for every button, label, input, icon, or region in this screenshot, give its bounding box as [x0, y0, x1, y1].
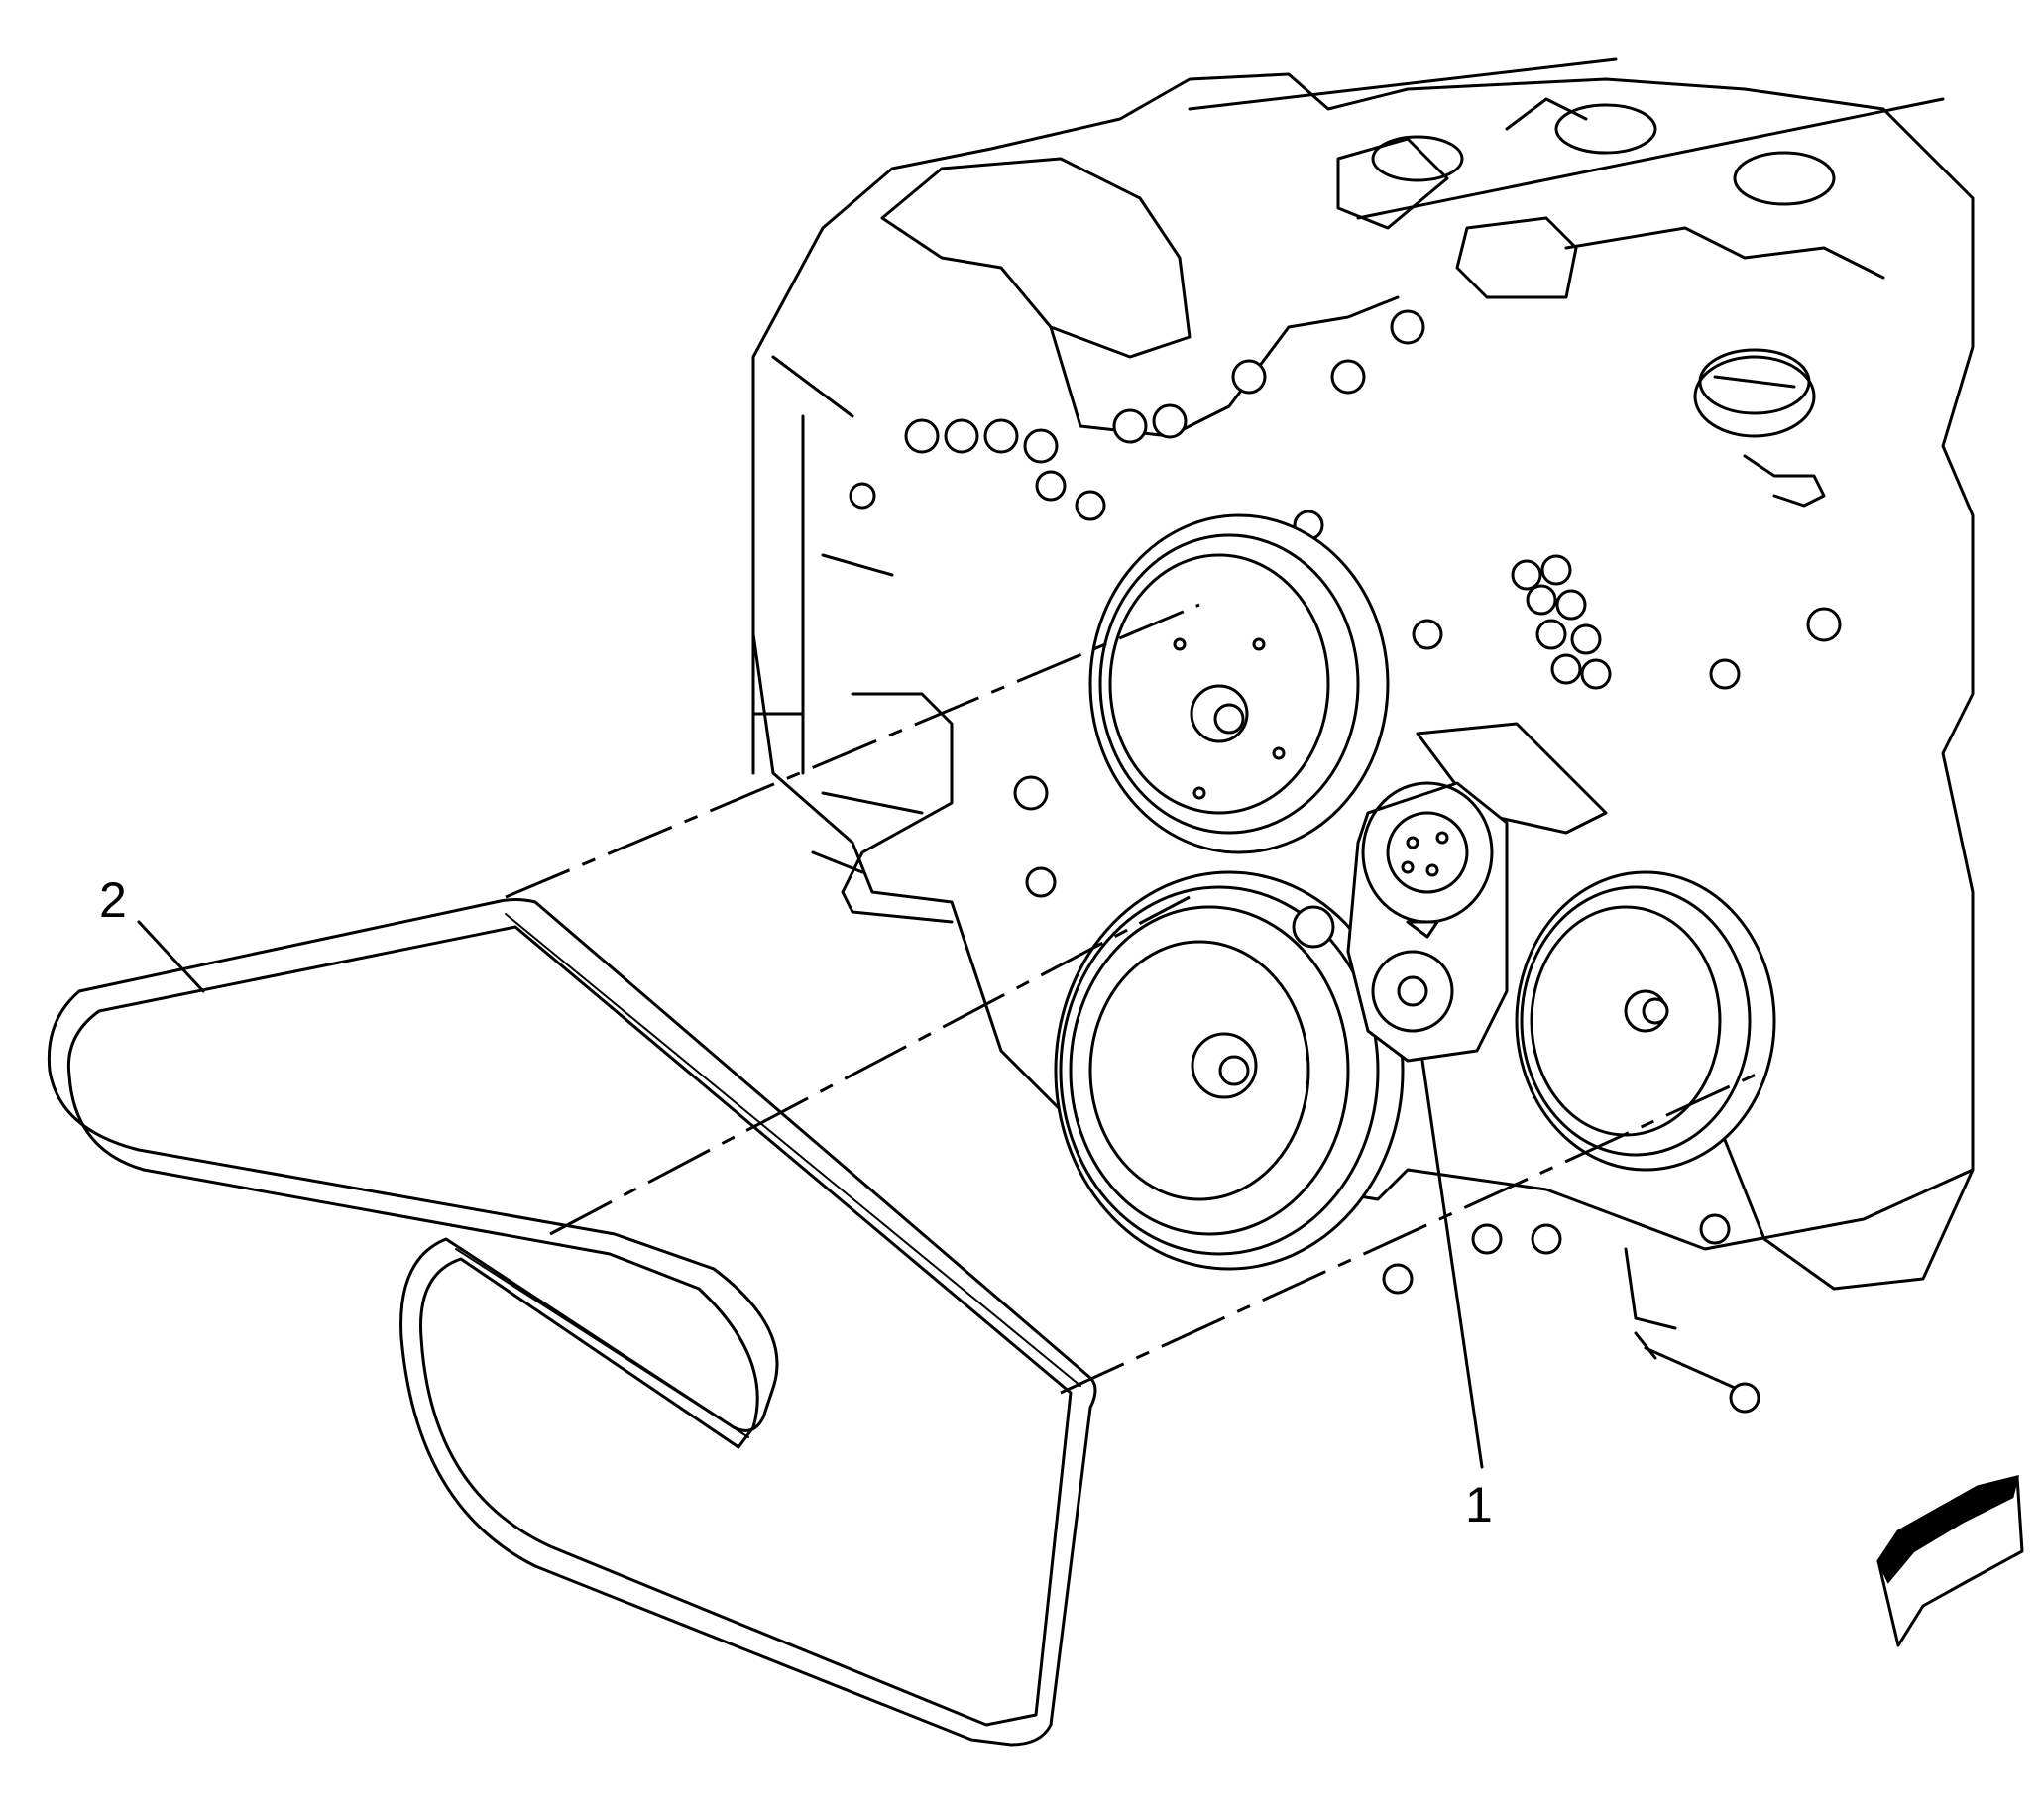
belt-routing-lines: [505, 603, 1765, 1395]
coolant-hose: [751, 355, 854, 775]
oil-filler-cap: [1693, 348, 1826, 508]
callout-drive-belt: 2: [99, 872, 205, 993]
callout-tensioner: 1: [1420, 1059, 1493, 1532]
callout-label-1: 1: [1465, 1477, 1493, 1532]
belt-tensioner: [1346, 781, 1509, 1063]
lower-long-bolt: [1634, 1331, 1760, 1414]
front-direction-arrow-icon: [1876, 1474, 2024, 1647]
idler-pulley: [1292, 905, 1335, 949]
water-pump-pulley: [1088, 513, 1390, 854]
serpentine-drive-belt: [47, 898, 1097, 1747]
left-bracket: [811, 553, 1049, 924]
callout-label-2: 2: [99, 872, 127, 928]
sensor-plugs-cluster: [1511, 554, 1612, 690]
engine-block: [751, 57, 1975, 1414]
crankshaft-pulley: [1054, 870, 1405, 1271]
